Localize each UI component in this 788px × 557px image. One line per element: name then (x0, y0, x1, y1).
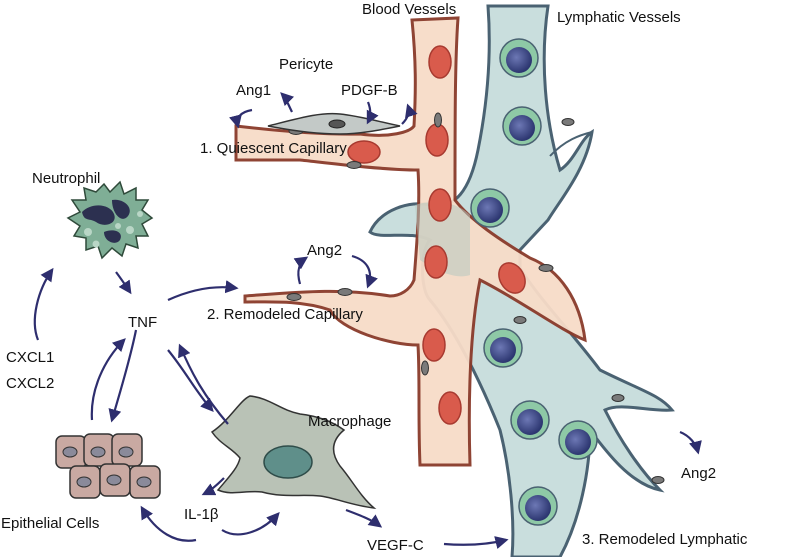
label-epithelial-cells: Epithelial Cells (1, 515, 100, 532)
label-lymphatic-vessels: Lymphatic Vessels (557, 9, 681, 26)
label-vegfc: VEGF-C (367, 537, 424, 554)
label-cxcl2: CXCL2 (6, 375, 55, 392)
label-remodeled-lymphatic: 3. Remodeled Lymphatic (582, 531, 748, 548)
label-macrophage: Macrophage (308, 413, 392, 430)
lymphatic-cells (470, 38, 598, 526)
label-il1b: IL-1β (184, 506, 219, 523)
label-ang1: Ang1 (236, 82, 272, 99)
label-pericyte: Pericyte (279, 56, 334, 73)
label-quiescent-capillary: 1. Quiescent Capillary (200, 140, 347, 157)
epithelial-cells (55, 433, 161, 499)
neutrophil-cell (66, 180, 154, 260)
label-neutrophil: Neutrophil (32, 170, 101, 187)
label-remodeled-capillary: 2. Remodeled Capillary (207, 306, 363, 323)
blood-vessel (234, 16, 587, 467)
label-ang2-right: Ang2 (681, 465, 717, 482)
endothelial-nuclei (286, 112, 665, 484)
label-pdgfb: PDGF-B (341, 82, 398, 99)
label-tnf: TNF (128, 314, 158, 331)
red-blood-cells (347, 45, 526, 425)
arrows (33, 92, 702, 549)
label-cxcl1: CXCL1 (6, 349, 55, 366)
label-blood-vessels: Blood Vessels (362, 1, 457, 18)
macrophage-cell (210, 395, 377, 510)
label-ang2-top: Ang2 (307, 242, 343, 259)
